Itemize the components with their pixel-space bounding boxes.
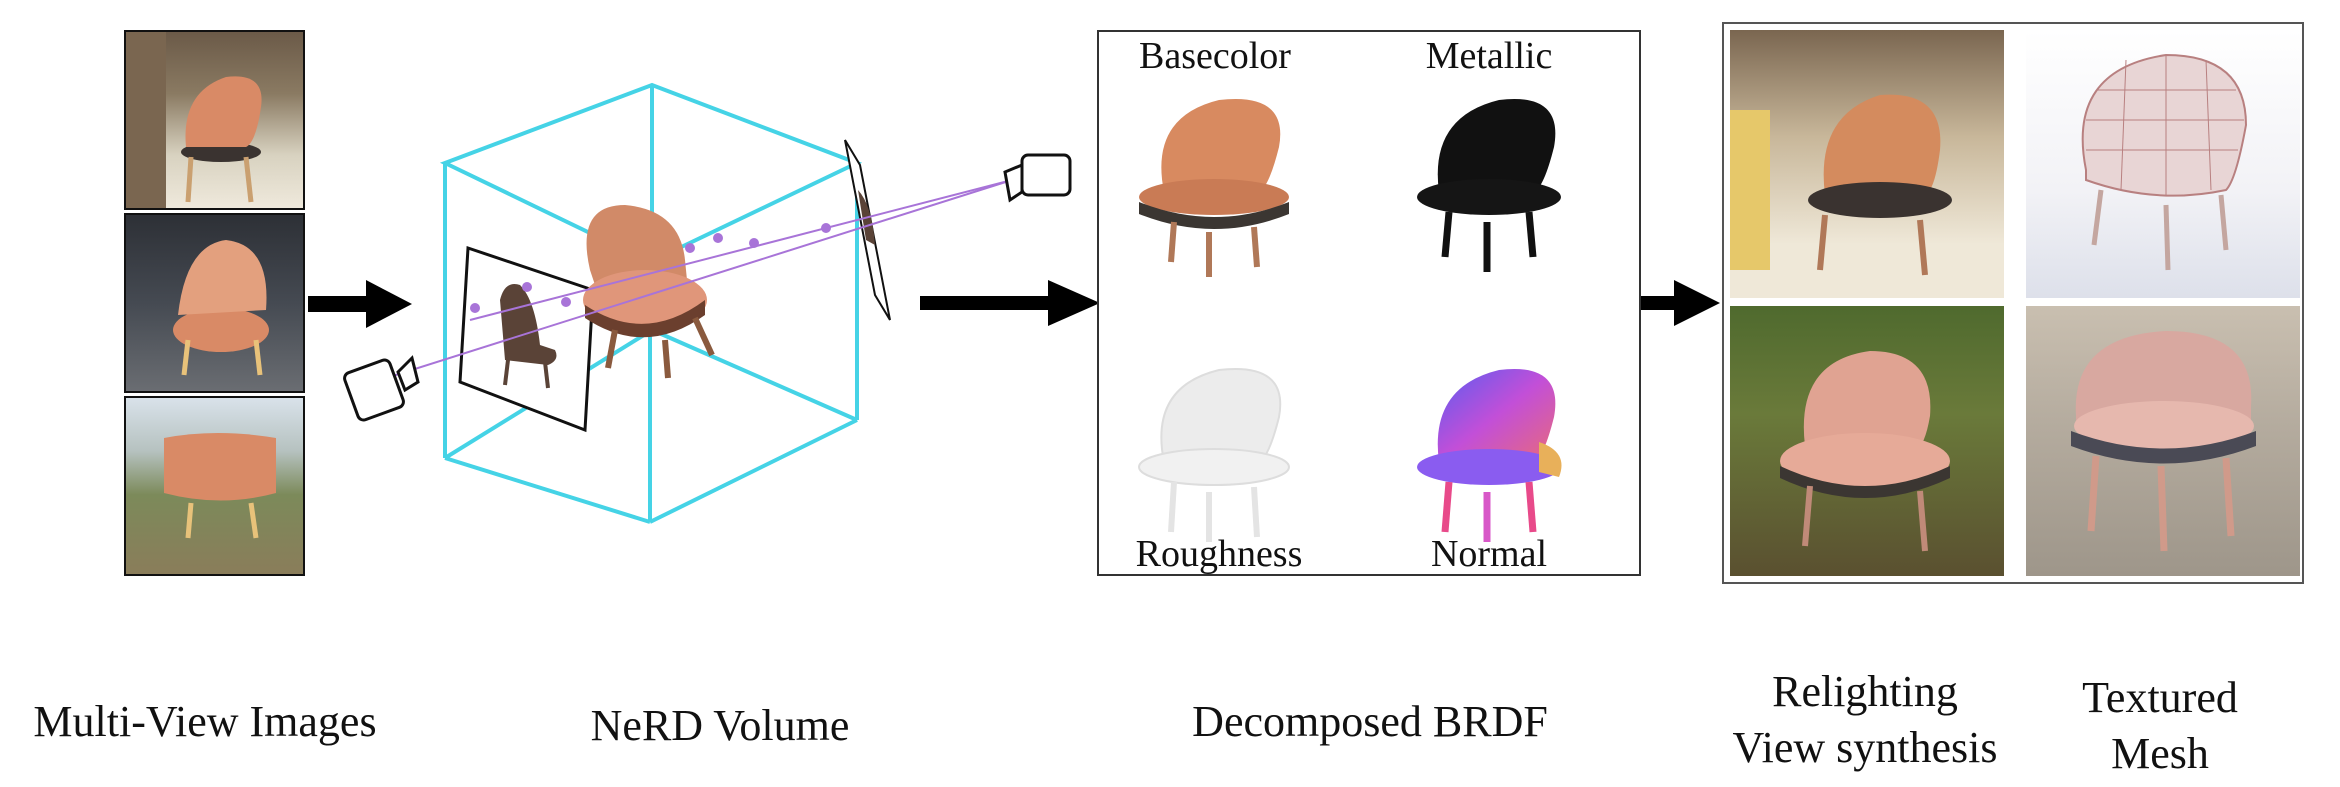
caption-textured-line1: Textured: [2082, 673, 2238, 722]
caption-relighting-line1: Relighting: [1772, 667, 1958, 716]
brdf-panel: Basecolor Metallic Roughness Normal: [1097, 30, 1641, 576]
input-photo-1: [124, 30, 305, 210]
caption-textured-line2: Mesh: [2111, 729, 2209, 778]
sample-point: [685, 243, 695, 253]
mesh-render-2: [2026, 306, 2300, 576]
arrow-2: [920, 280, 1100, 326]
relit-photo-1: [1730, 30, 2004, 298]
chair-thumbnail: [164, 433, 276, 539]
basecolor-chair: [1139, 98, 1289, 277]
brdf-label-normal: Normal: [1430, 533, 1548, 575]
sample-point: [821, 223, 831, 233]
sample-point: [749, 238, 759, 248]
results-panel: [1722, 22, 2304, 584]
camera-ray: [379, 179, 1013, 381]
camera-icon: [1003, 153, 1072, 203]
chair-thumbnail: [173, 240, 269, 376]
caption-decomposed-brdf: Decomposed BRDF: [1192, 697, 1548, 746]
image-plane: [458, 245, 595, 433]
mesh-chair: [2081, 53, 2248, 271]
caption-nerd-volume: NeRD Volume: [590, 701, 850, 750]
relit-photo-2: [1730, 306, 2004, 576]
normal-chair: [1417, 368, 1562, 542]
sample-point: [470, 303, 480, 313]
mesh-render-1: [2026, 30, 2300, 298]
brdf-label-basecolor: Basecolor: [1139, 35, 1291, 77]
volume-chair: [583, 205, 715, 379]
metallic-chair: [1417, 98, 1561, 272]
input-photo-2: [124, 213, 305, 393]
input-photo-3: [124, 396, 305, 576]
arrow-1: [308, 280, 412, 328]
brdf-images: [1138, 98, 1562, 542]
roughness-chair: [1138, 368, 1290, 542]
mesh-chair: [2071, 331, 2256, 552]
chair-thumbnail: [126, 32, 262, 208]
caption-relighting-line2: View synthesis: [1732, 723, 1998, 772]
brdf-label-roughness: Roughness: [1135, 533, 1303, 575]
camera-icon: [343, 355, 420, 422]
caption-multiview: Multi-View Images: [33, 697, 377, 746]
chair-thumbnail: [1780, 351, 1950, 552]
sample-point: [522, 282, 532, 292]
sample-point: [713, 233, 723, 243]
sample-point: [561, 297, 571, 307]
chair-thumbnail: [1730, 94, 1952, 276]
brdf-label-metallic: Metallic: [1425, 35, 1553, 77]
arrow-3: [1640, 280, 1720, 326]
